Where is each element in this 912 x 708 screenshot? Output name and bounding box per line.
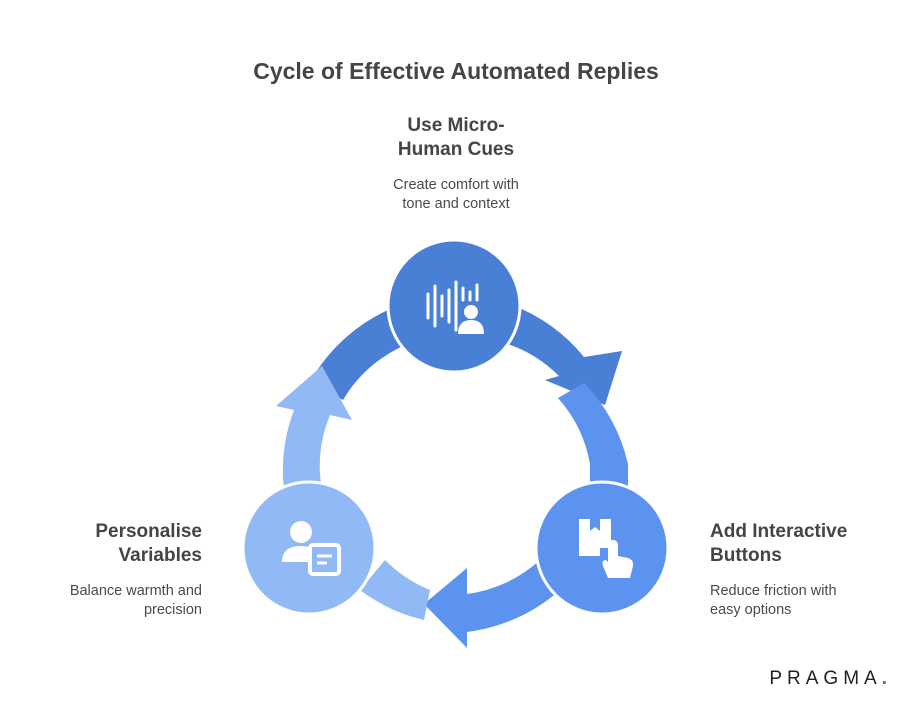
- brand-name: PRAGMA: [769, 668, 882, 689]
- step-label-use-micro-human-cues: Use Micro- Human Cues Create comfort wit…: [356, 114, 556, 214]
- person-icon: [458, 305, 484, 334]
- step-node-add-interactive-buttons: [534, 480, 670, 616]
- step-node-use-micro-human-cues: [386, 238, 522, 374]
- brand-dot: .: [881, 668, 892, 689]
- step-title: Use Micro- Human Cues: [397, 115, 515, 160]
- step-label-add-interactive-buttons: Add Interactive Buttons Reduce friction …: [710, 520, 900, 620]
- box-hand-tap-icon: [579, 519, 634, 578]
- cycle-arc-right: [558, 383, 628, 500]
- step-title: Personalise Variables: [95, 521, 202, 566]
- step-description: Reduce friction with easy options: [710, 583, 837, 618]
- step-circle: [386, 238, 522, 374]
- step-label-personalise-variables: Personalise Variables Balance warmth and…: [20, 520, 202, 620]
- step-node-personalise-variables: [241, 480, 377, 616]
- brand-logo: PRAGMA.: [769, 668, 892, 690]
- step-description: Create comfort with tone and context: [393, 177, 519, 212]
- step-description: Balance warmth and precision: [69, 583, 202, 618]
- cycle-arc-top-right: [493, 305, 622, 405]
- cycle-arc-left: [276, 366, 352, 490]
- cycle-arc-bottom-left: [360, 560, 430, 620]
- diagram-title: Cycle of Effective Automated Replies: [253, 58, 659, 84]
- voice-person-icon: [426, 280, 479, 332]
- step-title: Add Interactive Buttons: [710, 521, 848, 566]
- person-document-icon: [282, 521, 341, 576]
- cycle-arc-bottom: [424, 560, 560, 648]
